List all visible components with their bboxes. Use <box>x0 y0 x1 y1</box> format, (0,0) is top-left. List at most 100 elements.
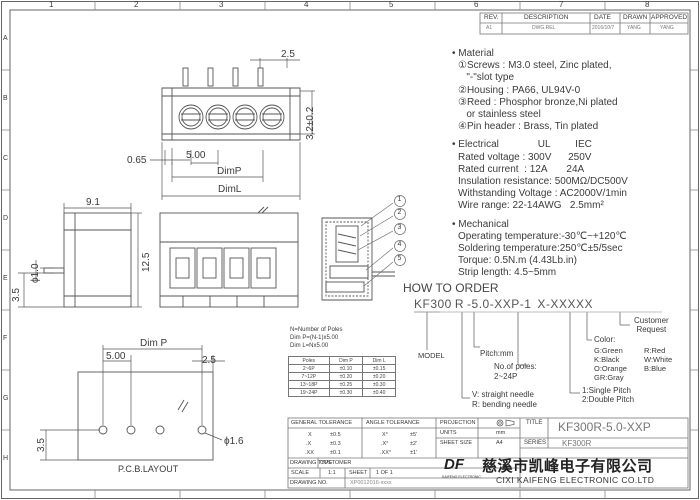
row-c: C <box>3 155 9 162</box>
table-header: Dim L <box>362 356 396 365</box>
balloon-3: 3 <box>397 224 402 231</box>
pitch-option: 1:Single Pitch <box>582 386 631 395</box>
top-dims <box>150 58 315 200</box>
table-row: 2~6P ±0.10 ±0.15 <box>288 364 396 373</box>
company-name-en: CIXI KAIFENG ELECTRONIC CO.LTD <box>496 475 655 485</box>
pcb-view <box>77 371 214 461</box>
top-view <box>161 67 301 141</box>
mechanical-line: Torque: 0.5N.m (4.43Lb.in) <box>458 255 577 267</box>
table-cell: ±0.10 <box>328 364 364 373</box>
material-line: ④Pin header : Brass, Tin plated <box>458 121 599 133</box>
row-g: G <box>3 395 9 402</box>
table-row: 7~12P ±0.20 ±0.20 <box>288 372 396 381</box>
table-cell: ±0.40 <box>362 388 396 397</box>
order-code-model: KF300 <box>414 297 452 311</box>
dim-pitch-top: 2.5 <box>281 49 295 60</box>
order-poles-label: No.of poles: <box>494 362 537 371</box>
pcb-half: 2.5 <box>202 355 216 366</box>
tb-tol-cell: .X° <box>381 441 389 447</box>
table-cell: ±0.20 <box>328 372 364 381</box>
rev-header-rev: REV. <box>484 14 499 21</box>
specifications: • Material ①Screws : M3.0 steel, Zinc pl… <box>452 48 688 280</box>
order-code-pitch-type: 1 <box>524 297 532 311</box>
rev-row-rev: A1 <box>486 25 493 31</box>
tb-tol-cell: ±1' <box>410 450 418 456</box>
table-header: Dim P <box>328 356 364 365</box>
order-model-label: MODEL <box>418 351 445 360</box>
order-code-pin: R <box>454 297 465 311</box>
material-line: or stainless steel <box>458 109 541 121</box>
pcb-caption: P.C.B.LAYOUT <box>118 464 179 474</box>
tb-tol-cell: ±0.3 <box>330 441 341 447</box>
order-code-color: X <box>537 297 546 311</box>
table-cell: ±0.25 <box>328 380 364 389</box>
electrical-line: Insulation resistance: 500MΩ/DC500V <box>458 176 628 188</box>
tb-tol-cell: ±2' <box>410 441 418 447</box>
rev-row-desc: DWG.REL <box>532 25 556 31</box>
dim-pin-height: 3.2±0.2 <box>305 106 316 140</box>
col-4: 4 <box>304 0 309 9</box>
row-d: D <box>3 215 9 222</box>
color-option: W:White <box>644 355 673 364</box>
mechanical-line: Soldering temperature:250℃±5/5sec <box>458 243 623 255</box>
balloon-4: 4 <box>397 241 402 248</box>
tb-tol-cell: X° <box>382 432 388 438</box>
tb-tol-cell: X <box>308 432 312 438</box>
order-code-customer: -XXXXX <box>545 297 593 311</box>
tb-customer: CUSTOMER <box>320 460 352 466</box>
color-option: G:Green <box>594 346 623 355</box>
material-line: ①Screws : M3.0 steel, Zinc plated, <box>458 60 612 72</box>
balloon-2: 2 <box>397 209 402 216</box>
material-line: "-"slot type <box>458 72 515 84</box>
tb-tol-cell: ±0.1 <box>330 450 341 456</box>
tb-tol-cell: ±5' <box>410 432 418 438</box>
projection-symbol <box>496 419 515 427</box>
company-logo-sub: KAIFENG ELECTRONIC <box>442 475 481 479</box>
col-3: 3 <box>219 0 224 9</box>
color-option: R:Red <box>644 346 666 355</box>
table-cell: 7~12P <box>288 372 330 381</box>
row-e: E <box>3 275 8 282</box>
mechanical-line: Strip length: 4.5~5mm <box>458 267 557 279</box>
tb-units: UNITS <box>440 430 457 436</box>
pcb-hole: ϕ1.6 <box>224 436 244 447</box>
leader-lines <box>357 202 394 287</box>
table-cell: ±0.30 <box>328 388 364 397</box>
col-7: 7 <box>559 0 564 9</box>
pcb-pitch: 5.00 <box>106 351 126 362</box>
order-code-pitch: -5.0- <box>467 297 495 311</box>
tb-title-label: TITLE <box>526 420 543 426</box>
col-2: 2 <box>134 0 139 9</box>
top-pins <box>182 67 264 87</box>
poles-note-line: Dim L=Nx5.00 <box>290 343 329 349</box>
tb-title-val: KF300R-5.0-XXP <box>558 420 651 434</box>
side-view <box>43 212 132 308</box>
tb-sheet: SHEET <box>349 470 368 476</box>
tb-projection: PROJECTION <box>440 420 476 426</box>
table-header-row: Poles Dim P Dim L <box>288 356 396 365</box>
mechanical-title: • Mechanical <box>452 218 509 230</box>
tb-scale: SCALE <box>291 470 310 476</box>
table-cell: ±0.15 <box>362 364 396 373</box>
tb-series-val: KF300R <box>562 439 592 448</box>
pitch-option: 2:Double Pitch <box>582 395 635 404</box>
table-cell: ±0.20 <box>362 372 396 381</box>
balloon-5: 5 <box>397 255 402 262</box>
order-code-poles: XXP <box>494 297 520 311</box>
dim-pitch: 5.00 <box>186 150 206 161</box>
dim-offset: 0.65 <box>127 155 147 166</box>
row-a: A <box>3 35 8 42</box>
tb-sheet-val: 1 OF 1 <box>376 470 393 476</box>
pin-option: V: straight needle <box>472 390 534 399</box>
dim-l-label: DimL <box>218 184 242 195</box>
electrical-line: Rated current : 12A 24A <box>458 163 585 175</box>
tolerance-table: Poles Dim P Dim L 2~6P ±0.10 ±0.15 7~12P… <box>288 356 396 397</box>
order-poles-range: 2~24P <box>494 372 518 381</box>
pcb-dim-p: Dim P <box>140 338 168 349</box>
table-header: Poles <box>288 356 330 365</box>
tb-drawing-no-val: XP0012016-xxxx <box>350 480 392 486</box>
tb-scale-val: 1:1 <box>328 470 336 476</box>
col-6: 6 <box>474 0 479 9</box>
poles-note-line: N=Number of Poles <box>290 327 343 333</box>
